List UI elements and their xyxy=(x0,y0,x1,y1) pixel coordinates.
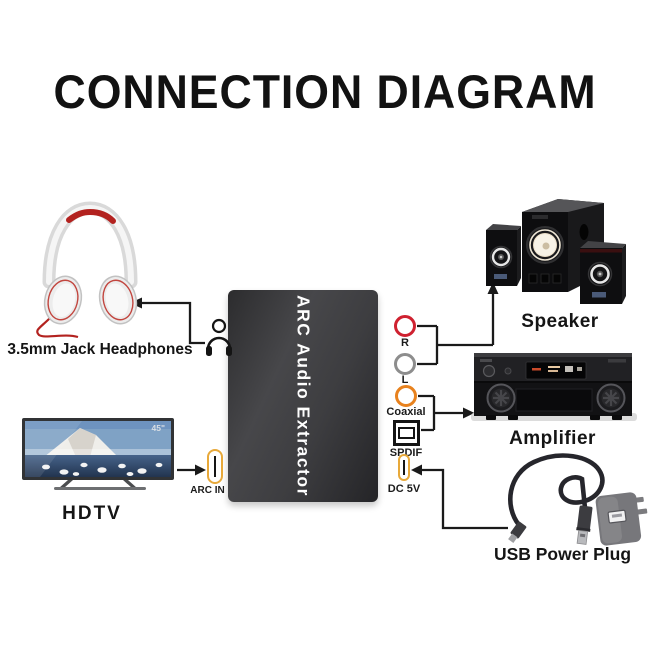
hdtv-image: 45" xyxy=(22,418,174,490)
headphone-cable xyxy=(36,317,79,339)
right-satellite-speaker xyxy=(580,241,626,304)
spdif-port-label: SPDIF xyxy=(389,447,423,459)
port-r-label: R xyxy=(401,337,409,349)
arrow-to-arcin xyxy=(195,464,206,476)
tv-size-badge: 45" xyxy=(152,423,166,433)
tv-stand xyxy=(54,480,146,490)
rca-port-l xyxy=(394,353,416,375)
headband-red-strip xyxy=(66,208,116,224)
swans xyxy=(42,462,163,476)
speaker-label: Speaker xyxy=(521,311,599,332)
dc5v-port-label: DC 5V xyxy=(387,483,421,495)
rca-port-r xyxy=(394,315,416,337)
amplifier-label: Amplifier xyxy=(509,428,596,449)
headphone-jack-icon xyxy=(206,318,232,356)
usb-power-label: USB Power Plug xyxy=(493,544,632,564)
headband xyxy=(42,201,138,289)
arc-in-port-label: ARC IN xyxy=(190,485,225,496)
cable-hdtv-arcin xyxy=(177,464,206,476)
device-label: ARC Audio Extractor xyxy=(293,295,314,497)
spdif-port-inner xyxy=(398,427,415,439)
left-ear-cup xyxy=(43,275,83,325)
left-volume-knob xyxy=(486,383,516,413)
arc-in-port xyxy=(207,449,223,484)
arc-audio-extractor-device: ARC Audio Extractor xyxy=(228,290,378,502)
page-title: CONNECTION DIAGRAM xyxy=(53,65,597,118)
arrow-to-dc5v xyxy=(411,464,422,476)
right-volume-knob xyxy=(596,383,626,413)
coaxial-port-label: Coaxial xyxy=(386,406,426,418)
amplifier-image xyxy=(471,353,637,421)
usb-power-image xyxy=(508,453,648,546)
wall-adapter xyxy=(595,492,648,546)
usb-a-connector xyxy=(576,505,593,545)
micro-usb-connector xyxy=(508,521,527,543)
usb-cable xyxy=(508,453,605,528)
hdtv-label: HDTV xyxy=(62,503,122,524)
speaker-image xyxy=(486,199,626,304)
right-ear-cup xyxy=(98,275,138,325)
dc5v-port-slot xyxy=(403,460,405,475)
port-l-label: L xyxy=(401,374,409,386)
headphones-label: 3.5mm Jack Headphones xyxy=(7,341,193,358)
headphones-image xyxy=(36,201,138,339)
coaxial-port xyxy=(395,385,417,407)
spdif-port xyxy=(393,420,420,446)
dc5v-port xyxy=(398,454,410,481)
left-satellite-speaker xyxy=(486,224,521,286)
arc-in-port-slot xyxy=(214,456,216,477)
